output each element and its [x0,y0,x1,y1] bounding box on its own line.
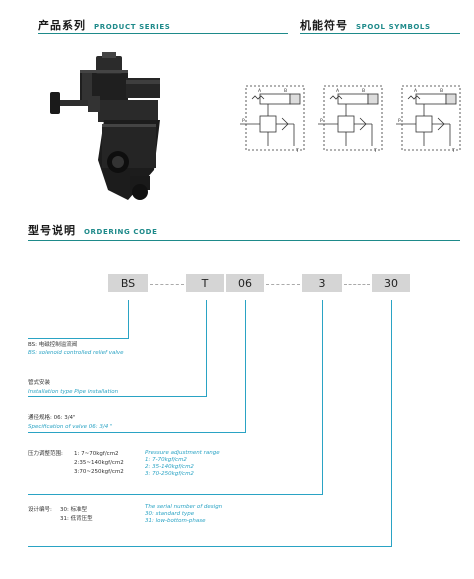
desc-pressure-cn-2: 2:35~140kgf/cm2 [74,460,124,466]
desc-pressure-cn-3: 3:70~250kgf/cm2 [74,469,124,475]
ordering-code-header: 型号说明 ORDERING CODE [28,219,157,238]
leader-06 [28,300,246,433]
desc-bs-cn: BS: 电磁控制溢流阀 [28,342,78,348]
spool-2-label-t: T [373,148,377,154]
code-box-bs: BS [108,274,148,292]
desc-pressure-cn-1: 1: 7~70kgf/cm2 [74,451,119,457]
product-series-title-en: PRODUCT SERIES [94,23,171,31]
desc-pressure-en-1: 1: 7-70kgf/cm2 [145,457,187,463]
leader-bs [28,300,129,339]
desc-spec-cn: 通径规格: 06: 3/4" [28,415,76,421]
desc-pressure-en-3: 3: 70-250kgf/cm2 [145,471,194,477]
desc-design-cn-1: 30: 标准型 [60,507,88,513]
spool-symbols-divider [300,33,460,34]
valve-product-image [50,52,160,200]
ordering-code-title-cn: 型号说明 [28,224,76,237]
spool-symbol-1 [240,85,305,151]
spool-symbols-title-en: SPOOL SYMBOLS [356,23,431,31]
desc-bs-en: BS: solenoid controlled relief valve [28,350,124,356]
spool-3-label-b: B [440,88,443,94]
code-box-3: 3 [302,274,342,292]
spool-symbol-2 [318,85,383,151]
code-box-06: 06 [226,274,264,292]
desc-design-cn-2: 31: 低背压型 [60,516,93,522]
desc-pressure-cn-title: 压力调整范围: [28,451,63,457]
spool-1-label-a: A [258,88,262,94]
spool-2-label-a: A [336,88,340,94]
leader-3 [28,300,323,495]
spool-2-label-b: B [362,88,365,94]
code-box-30: 30 [372,274,410,292]
spool-3-label-a: A [414,88,418,94]
spool-symbol-diagrams: A B P T A B P T A B P T [240,85,461,154]
desc-design-en-2: 31: low-bottom-phase [145,518,206,524]
leader-30 [28,300,392,547]
spool-1-label-t: T [295,148,299,154]
desc-conn-en: Installation type Pipe installation [28,389,119,395]
code-separator [344,284,370,285]
spool-3-label-p: P [398,118,401,124]
code-separator [150,284,184,285]
spool-1-label-b: B [284,88,287,94]
desc-conn-cn: 管式安装 [28,380,51,386]
spool-symbol-3 [396,85,461,151]
desc-pressure-en-2: 2: 35-140kgf/cm2 [145,464,194,470]
spool-symbols-header: 机能符号 SPOOL SYMBOLS [300,14,431,33]
spool-3-label-t: T [451,148,455,154]
desc-spec-en: Specification of valve 06: 3/4 " [28,424,113,430]
product-series-divider [38,33,288,34]
ordering-code-divider [28,240,460,241]
product-series-title-cn: 产品系列 [38,19,86,32]
desc-design-en-1: 30: standard type [145,511,195,517]
desc-design-cn-title: 设计编号: [28,507,52,513]
code-box-t: T [186,274,224,292]
leader-t [28,300,207,397]
desc-pressure-en-title: Pressure adjustment range [145,450,220,456]
desc-design-en-title: The serial number of design [145,504,223,510]
code-separator [266,284,300,285]
spool-1-label-p: P [242,118,245,124]
spool-2-label-p: P [320,118,323,124]
ordering-code-title-en: ORDERING CODE [84,228,158,236]
spool-symbols-title-cn: 机能符号 [300,19,348,32]
product-series-header: 产品系列 PRODUCT SERIES [38,14,170,33]
